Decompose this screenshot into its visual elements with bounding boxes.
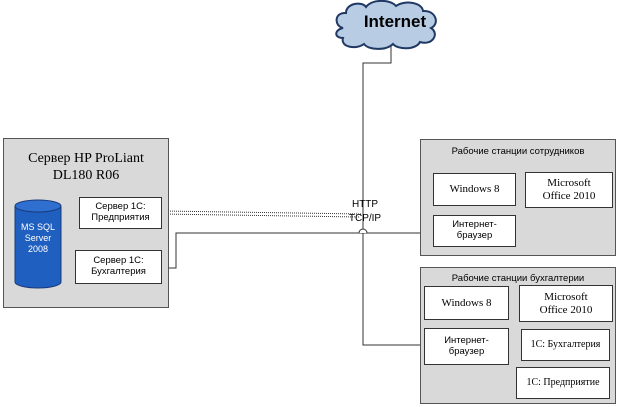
database-label: MS SQL Server 2008: [15, 222, 61, 254]
accounting-link-line: [162, 232, 420, 269]
protocol-label-tcpip: TCP/IP: [348, 213, 382, 224]
protocol-label-http: HTTP: [351, 199, 379, 210]
server-title: Сервер HP ProLiant DL180 R06: [3, 151, 169, 185]
employees-office-box: Microsoft Office 2010: [525, 172, 613, 208]
employees-browser-line1: Интернет-: [452, 219, 497, 231]
enterprise-server-line2: Предприятия: [91, 212, 150, 223]
employees-windows-box: Windows 8: [433, 173, 516, 206]
accounting-title: Рабочие станции бухгалтерии: [451, 273, 585, 284]
accounting-server-line1: Сервер 1С:: [93, 255, 144, 267]
employees-browser-box: Интернет- браузер: [433, 215, 516, 247]
accounting-browser-line2: браузер: [448, 345, 485, 357]
database-label-line3: 2008: [27, 243, 49, 254]
server-title-line1: Сервер HP ProLiant: [28, 151, 144, 166]
enterprise-link-line: [161, 210, 363, 215]
enterprise-server-box: Сервер 1С: Предприятия: [79, 197, 162, 229]
employees-browser-line2: браузер: [456, 230, 493, 241]
employees-title: Рабочие станции сотрудников: [451, 146, 585, 157]
accounting-server-box: Сервер 1С: Бухгалтерия: [75, 250, 162, 284]
server-title-line2: DL180 R06: [52, 167, 120, 183]
accounting-server-line2: Бухгалтерия: [91, 266, 146, 277]
accounting-app-bookkeeping-box: 1С: Бухгалтерия: [521, 329, 610, 361]
accounting-office-box: Microsoft Office 2010: [519, 285, 613, 322]
accounting-browser-box: Интернет- браузер: [424, 328, 509, 365]
accounting-windows-box: Windows 8: [424, 286, 509, 320]
accounting-browser-line1: Интернет-: [444, 334, 489, 346]
accounting-office-line1: Microsoft: [544, 290, 588, 303]
accounting-office-line2: Office 2010: [539, 303, 593, 316]
database-label-line2: Server: [24, 232, 52, 243]
internet-label: Internet: [363, 12, 427, 31]
database-label-line1: MS SQL: [20, 222, 55, 232]
enterprise-server-line1: Сервер 1С:: [95, 201, 146, 213]
employees-office-line1: Microsoft: [547, 177, 591, 190]
internet-link-line: [362, 46, 420, 346]
accounting-app-enterprise-box: 1С: Предприятие: [516, 367, 610, 399]
employees-office-line2: Office 2010: [542, 190, 596, 202]
